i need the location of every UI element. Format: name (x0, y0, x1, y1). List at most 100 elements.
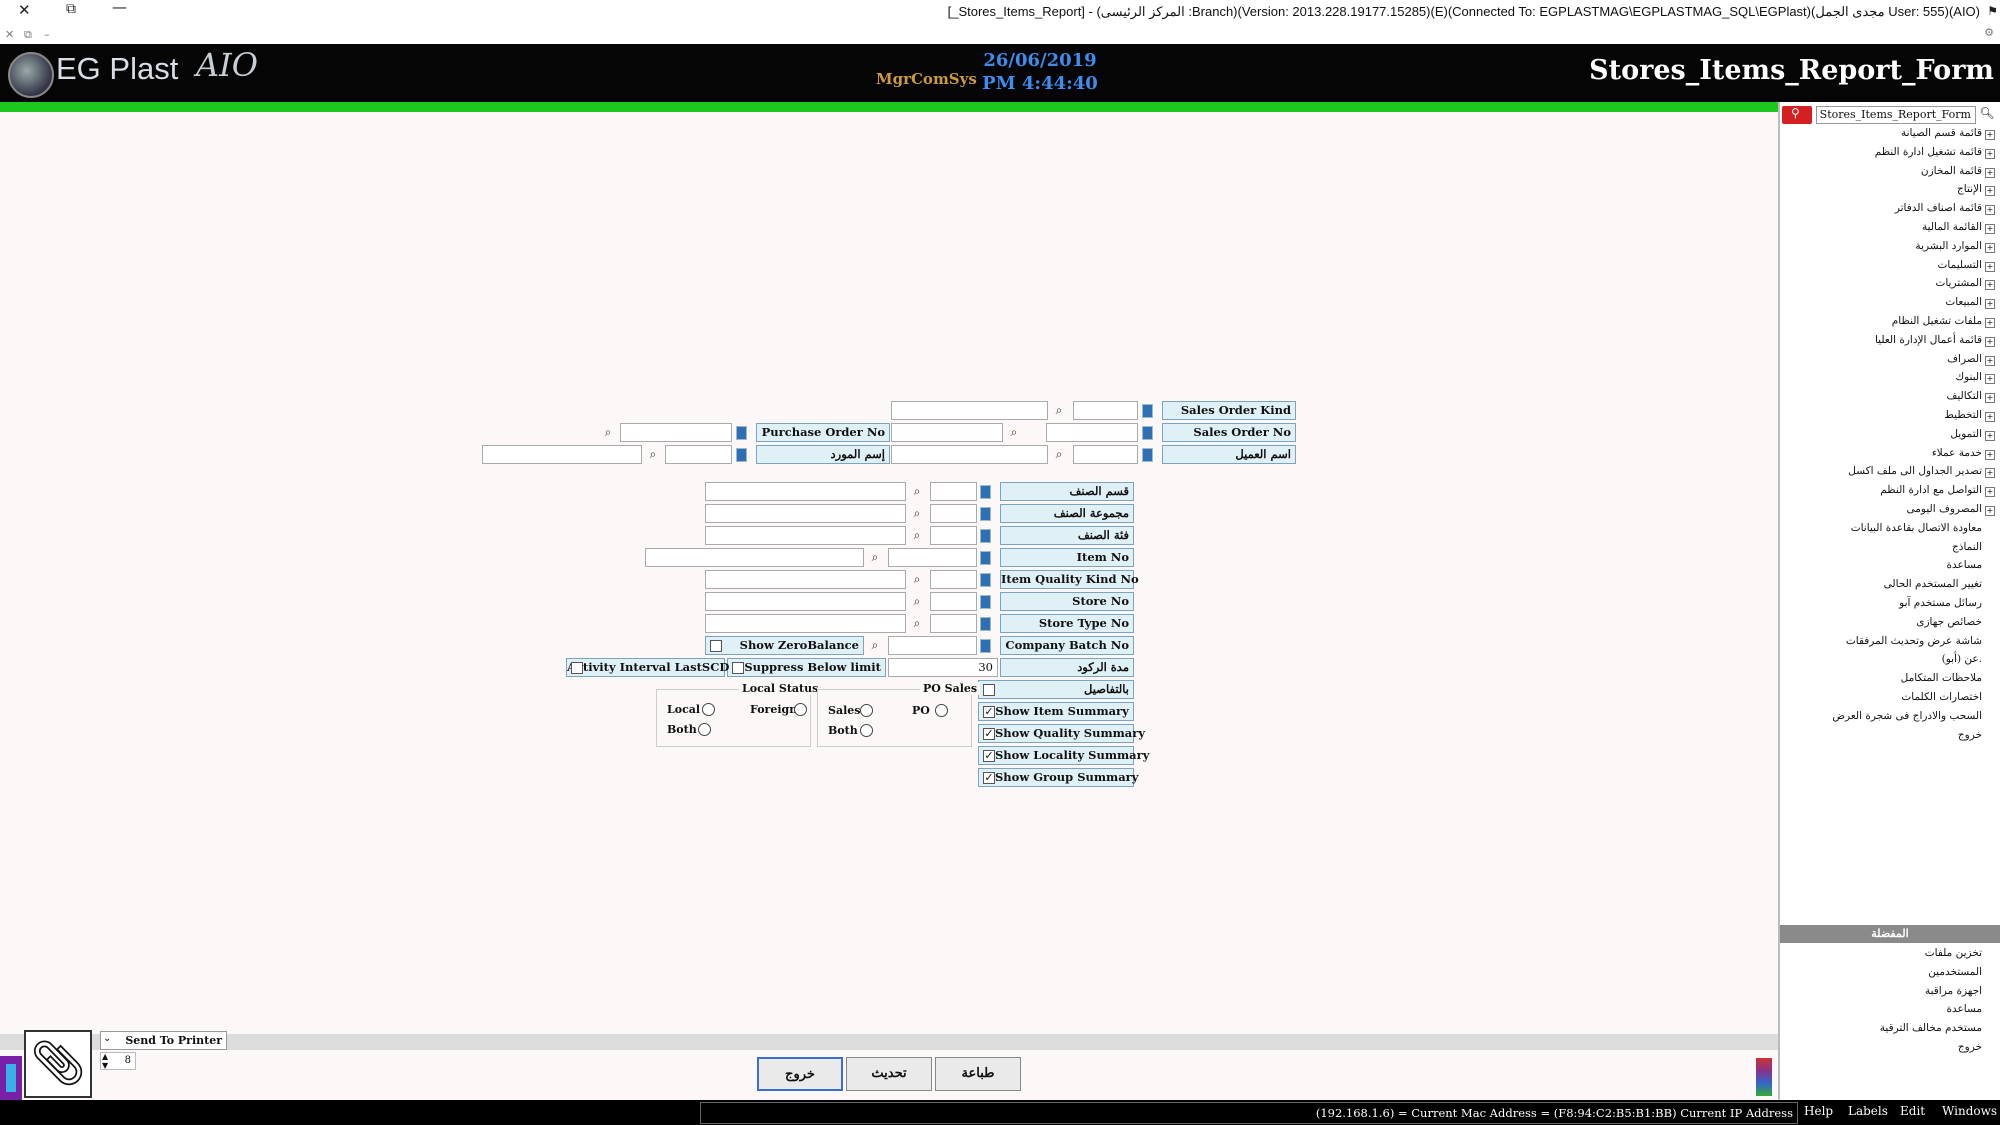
item-section-name[interactable] (705, 482, 906, 501)
item-no-name[interactable] (645, 548, 864, 567)
magnifier-icon[interactable]: 🔍︎ (1979, 106, 1995, 120)
show-quality-summary-box[interactable]: Show Quality Summary (978, 724, 1145, 743)
favorites-item[interactable]: مساعدة (1946, 1003, 1982, 1016)
sales-order-no-name[interactable] (891, 423, 1003, 442)
color-palette-icon[interactable] (1756, 1058, 1772, 1096)
menu-tree-item[interactable]: الموارد البشرية+ (1782, 240, 1995, 253)
stagnation-period-input[interactable]: 30 (888, 658, 998, 677)
item-group-name[interactable] (705, 504, 906, 523)
menu-tree-item[interactable]: اختصارات الكلمات (1782, 691, 1982, 703)
expand-plus-icon[interactable]: + (1985, 506, 1995, 516)
menu-tree-item[interactable]: عن (أبو). (1782, 653, 1982, 665)
menu-tree-item[interactable]: النماذج (1782, 541, 1982, 553)
mdi-close-icon[interactable]: ✕ (5, 28, 15, 41)
expand-plus-icon[interactable]: + (1985, 336, 1995, 347)
menu-tree-item[interactable]: المصروف اليومى+ (1782, 503, 1995, 516)
menu-labels[interactable]: Labels (1848, 1104, 1888, 1118)
menu-tree-item[interactable]: تصدير الجداول الى ملف اكسل+ (1782, 465, 1995, 479)
activity-interval-checkbox[interactable] (571, 662, 583, 674)
sales-order-kind-name[interactable] (891, 401, 1048, 420)
show-locality-summary-box[interactable]: Show Locality Summary (978, 746, 1149, 765)
mdi-restore-icon[interactable]: ⧉ (24, 28, 32, 41)
sales-radio[interactable] (860, 704, 873, 717)
purchase-order-no-lookup-icon[interactable]: ⌕ (604, 425, 612, 439)
expand-plus-icon[interactable]: + (1985, 430, 1995, 441)
po-radio[interactable] (935, 704, 948, 717)
expand-plus-icon[interactable]: + (1985, 449, 1995, 460)
supplier-name-input[interactable] (482, 445, 642, 464)
item-quality-kind-lookup-icon[interactable]: ⌕ (913, 572, 921, 586)
menu-tree-item[interactable]: خروج (1782, 729, 1982, 741)
expand-plus-icon[interactable]: + (1985, 412, 1995, 422)
item-section-lookup-icon[interactable]: ⌕ (913, 484, 921, 498)
favorites-item[interactable]: المستخدمين (1928, 965, 1982, 978)
item-section-code[interactable] (930, 482, 977, 501)
menu-tree-item[interactable]: السحب والادراج فى شجرة العرض (1782, 710, 1982, 722)
store-no-name[interactable] (705, 592, 906, 611)
expand-plus-icon[interactable]: + (1985, 318, 1995, 328)
item-no-code[interactable] (888, 548, 977, 567)
menu-search-input[interactable]: Stores_Items_Report_Form (1816, 106, 1976, 124)
show-zero-balance-checkbox[interactable] (710, 640, 722, 652)
suppress-below-limit-checkbox[interactable] (732, 662, 744, 674)
item-group-code[interactable] (930, 504, 977, 523)
menu-tree-item[interactable]: الإنتاج+ (1782, 183, 1995, 197)
expand-plus-icon[interactable]: + (1985, 393, 1995, 404)
store-no-code[interactable] (930, 592, 977, 611)
menu-tree-item[interactable]: معاودة الاتصال بقاعدة البيانات (1782, 522, 1982, 534)
menu-tree-item[interactable]: التكاليف+ (1782, 390, 1995, 404)
restore-icon[interactable]: ⧉ (66, 1, 76, 17)
item-no-lookup-icon[interactable]: ⌕ (871, 550, 879, 564)
local-both-radio[interactable] (698, 723, 711, 736)
menu-edit[interactable]: Edit (1900, 1104, 1926, 1118)
expand-plus-icon[interactable]: + (1985, 167, 1995, 178)
expand-plus-icon[interactable]: + (1985, 487, 1995, 498)
expand-plus-icon[interactable]: + (1985, 148, 1995, 159)
print-button[interactable]: طباعة (935, 1057, 1021, 1091)
expand-plus-icon[interactable]: + (1985, 130, 1995, 140)
menu-tree-item[interactable]: المشتريات+ (1782, 277, 1995, 291)
item-category-name[interactable] (705, 526, 906, 545)
sales-order-kind-lookup-icon[interactable]: ⌕ (1055, 403, 1063, 417)
show-item-summary-box[interactable]: Show Item Summary (978, 702, 1134, 721)
menu-tree-item[interactable]: خدمة عملاء+ (1782, 447, 1995, 460)
activity-interval-box[interactable]: Activity Interval LastSCD (566, 658, 729, 677)
menu-tree-item[interactable]: الصراف+ (1782, 353, 1995, 366)
item-group-lookup-icon[interactable]: ⌕ (913, 506, 921, 520)
store-type-no-code[interactable] (930, 614, 977, 633)
printer-option-select[interactable]: ⌄ Send To Printer (100, 1031, 227, 1050)
details-checkbox[interactable] (983, 684, 995, 696)
menu-tree-item[interactable]: قائمة قسم الصيانة+ (1782, 127, 1995, 140)
copies-stepper[interactable]: ▲▼ 8 (100, 1052, 136, 1070)
search-button[interactable]: ⚲ (1782, 106, 1812, 124)
exit-button[interactable]: خروج (757, 1057, 843, 1091)
expand-plus-icon[interactable]: + (1985, 299, 1995, 310)
menu-tree-item[interactable]: رسائل مستخدم آبو (1782, 597, 1982, 609)
menu-tree-item[interactable]: القائمة المالية+ (1782, 221, 1995, 234)
store-type-no-name[interactable] (705, 614, 906, 633)
local-radio[interactable] (702, 703, 715, 716)
menu-windows[interactable]: Windows (1942, 1104, 1998, 1118)
side-tab-left[interactable] (0, 1056, 22, 1100)
menu-tree-item[interactable]: ملفات تشغيل النظام+ (1782, 315, 1995, 328)
show-group-summary-box[interactable]: Show Group Summary (978, 768, 1138, 787)
expand-plus-icon[interactable]: + (1985, 186, 1995, 197)
expand-plus-icon[interactable]: + (1985, 261, 1995, 272)
sales-order-kind-code[interactable] (1073, 401, 1138, 420)
mdi-minimize-icon[interactable]: – (44, 28, 50, 41)
customer-lookup-icon[interactable]: ⌕ (1055, 447, 1063, 461)
menu-tree-item[interactable]: ملاحظات المتكامل (1782, 672, 1982, 684)
customer-code-input[interactable] (1073, 445, 1138, 464)
menu-tree-item[interactable]: المبيعات+ (1782, 296, 1995, 310)
expand-plus-icon[interactable]: + (1985, 242, 1995, 253)
settings-icon[interactable]: ⚙ (1984, 26, 1994, 39)
refresh-button[interactable]: تحديث (846, 1057, 932, 1091)
item-quality-kind-name[interactable] (705, 570, 906, 589)
favorites-item[interactable]: اجهزة مراقبة (1924, 984, 1982, 997)
details-box[interactable]: بالتفاصيل (978, 680, 1134, 699)
customer-name-input[interactable] (891, 445, 1048, 464)
suppress-below-limit-box[interactable]: Suppress Below limit (727, 658, 886, 677)
foreign-radio[interactable] (794, 703, 807, 716)
item-category-lookup-icon[interactable]: ⌕ (913, 528, 921, 542)
favorites-item[interactable]: مستخدم مخالف الترقية (1879, 1022, 1982, 1035)
